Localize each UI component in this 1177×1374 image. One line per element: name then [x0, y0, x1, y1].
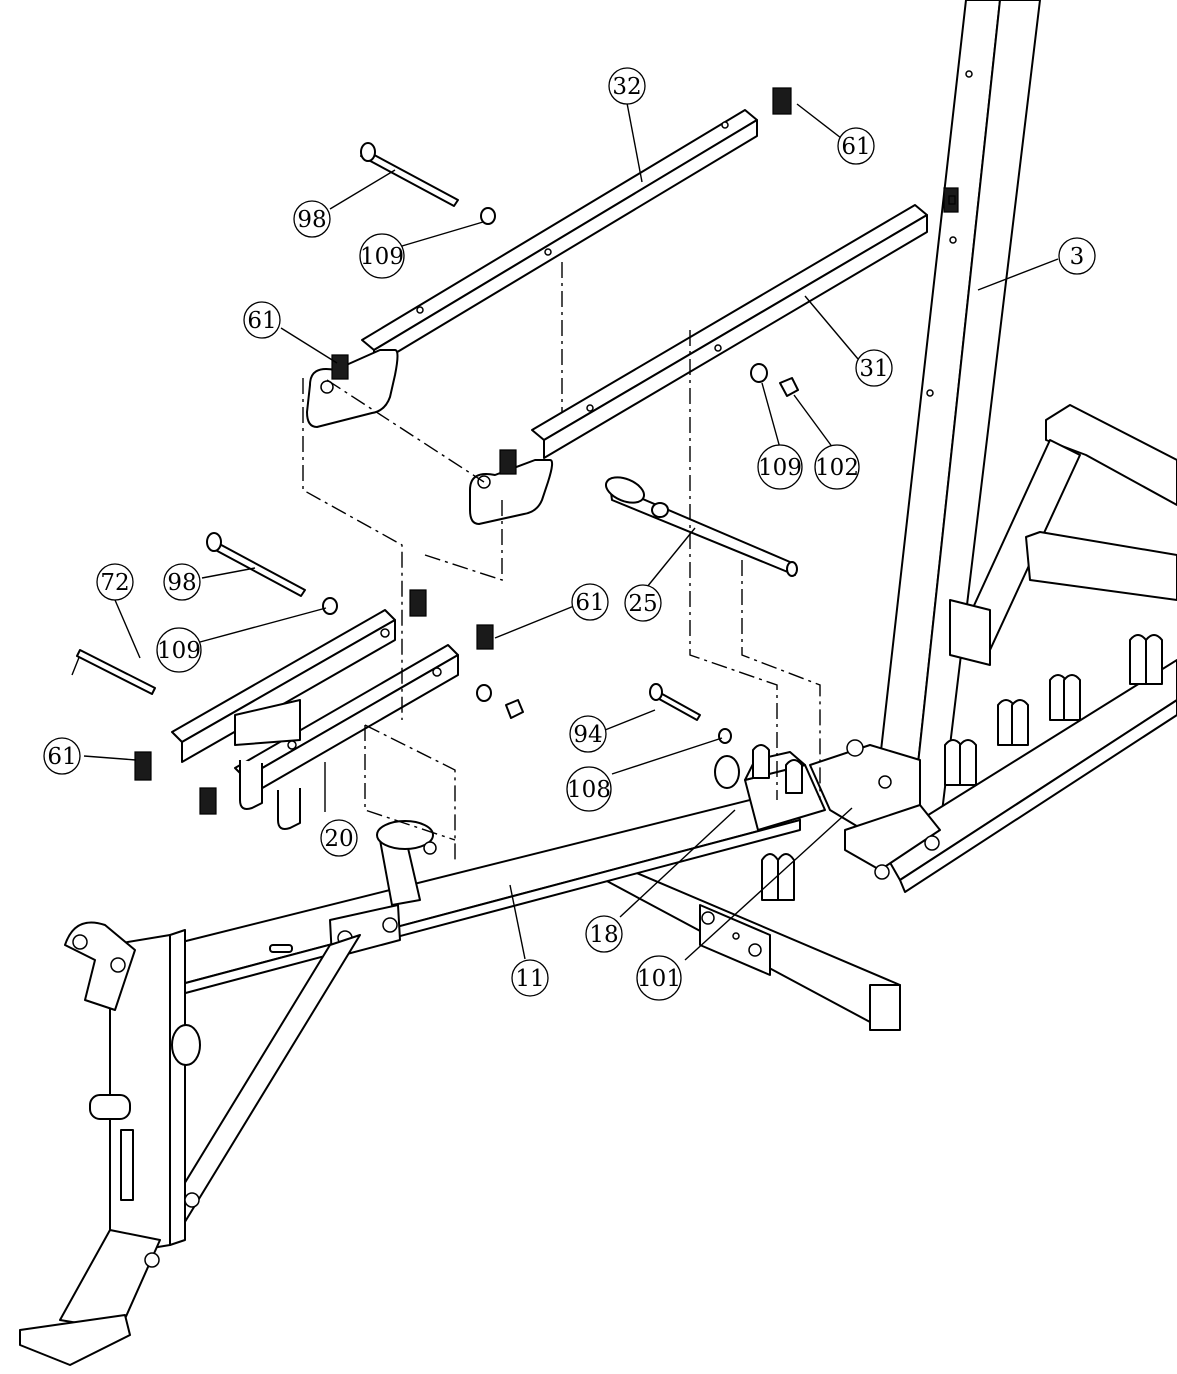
- callout-25: 25: [624, 584, 662, 622]
- callout-108: 108: [566, 766, 612, 812]
- svg-text:109: 109: [758, 455, 802, 481]
- svg-text:102: 102: [815, 455, 859, 481]
- callout-3: 3: [1058, 237, 1096, 275]
- svg-text:109: 109: [157, 638, 201, 664]
- svg-text:61: 61: [575, 590, 604, 616]
- callout-61-left: 61: [43, 737, 81, 775]
- callout-72: 72: [96, 563, 134, 601]
- svg-text:108: 108: [567, 777, 611, 803]
- svg-text:3: 3: [1070, 244, 1085, 270]
- callout-98-upper: 98: [293, 200, 331, 238]
- svg-text:101: 101: [637, 966, 681, 992]
- callout-109-right: 109: [757, 444, 803, 490]
- hardware: [71, 87, 799, 815]
- part-31-rail: [469, 204, 928, 525]
- callout-11: 11: [511, 959, 549, 997]
- svg-text:18: 18: [589, 922, 618, 948]
- callout-32: 32: [608, 67, 646, 105]
- part-25-roller-bar: [605, 476, 798, 577]
- callout-109-lower: 109: [156, 627, 202, 673]
- svg-text:25: 25: [628, 591, 657, 617]
- base-cross-tube: [604, 853, 901, 1031]
- callout-61-hook: 61: [243, 301, 281, 339]
- svg-text:98: 98: [297, 207, 326, 233]
- svg-text:72: 72: [100, 570, 129, 596]
- svg-text:20: 20: [324, 826, 353, 852]
- svg-text:98: 98: [167, 570, 196, 596]
- pivot-bracket: [809, 739, 941, 880]
- leader-lines: [83, 102, 1059, 961]
- svg-text:11: 11: [515, 966, 544, 992]
- rear-frame: [879, 404, 1177, 893]
- callout-31: 31: [855, 349, 893, 387]
- alignment-lines: [302, 262, 821, 860]
- part-32-rail: [306, 109, 758, 428]
- front-leg: [19, 921, 361, 1366]
- callout-109-upper: 109: [359, 233, 405, 279]
- callout-61-top: 61: [837, 127, 875, 165]
- svg-text:94: 94: [573, 722, 602, 748]
- callout-18: 18: [585, 915, 623, 953]
- svg-text:61: 61: [841, 134, 870, 160]
- callout-20: 20: [320, 819, 358, 857]
- svg-text:32: 32: [612, 74, 641, 100]
- callout-102: 102: [814, 444, 860, 490]
- callout-98-lower: 98: [163, 563, 201, 601]
- svg-text:61: 61: [47, 744, 76, 770]
- svg-text:61: 61: [247, 308, 276, 334]
- callout-101: 101: [636, 955, 682, 1001]
- svg-text:31: 31: [859, 356, 888, 382]
- svg-text:109: 109: [360, 244, 404, 270]
- callout-61-mid: 61: [571, 583, 609, 621]
- callout-labels: 32 61 98 109 3 61 31 109 102 72 98 61 25…: [43, 67, 1096, 1001]
- callout-94: 94: [569, 715, 607, 753]
